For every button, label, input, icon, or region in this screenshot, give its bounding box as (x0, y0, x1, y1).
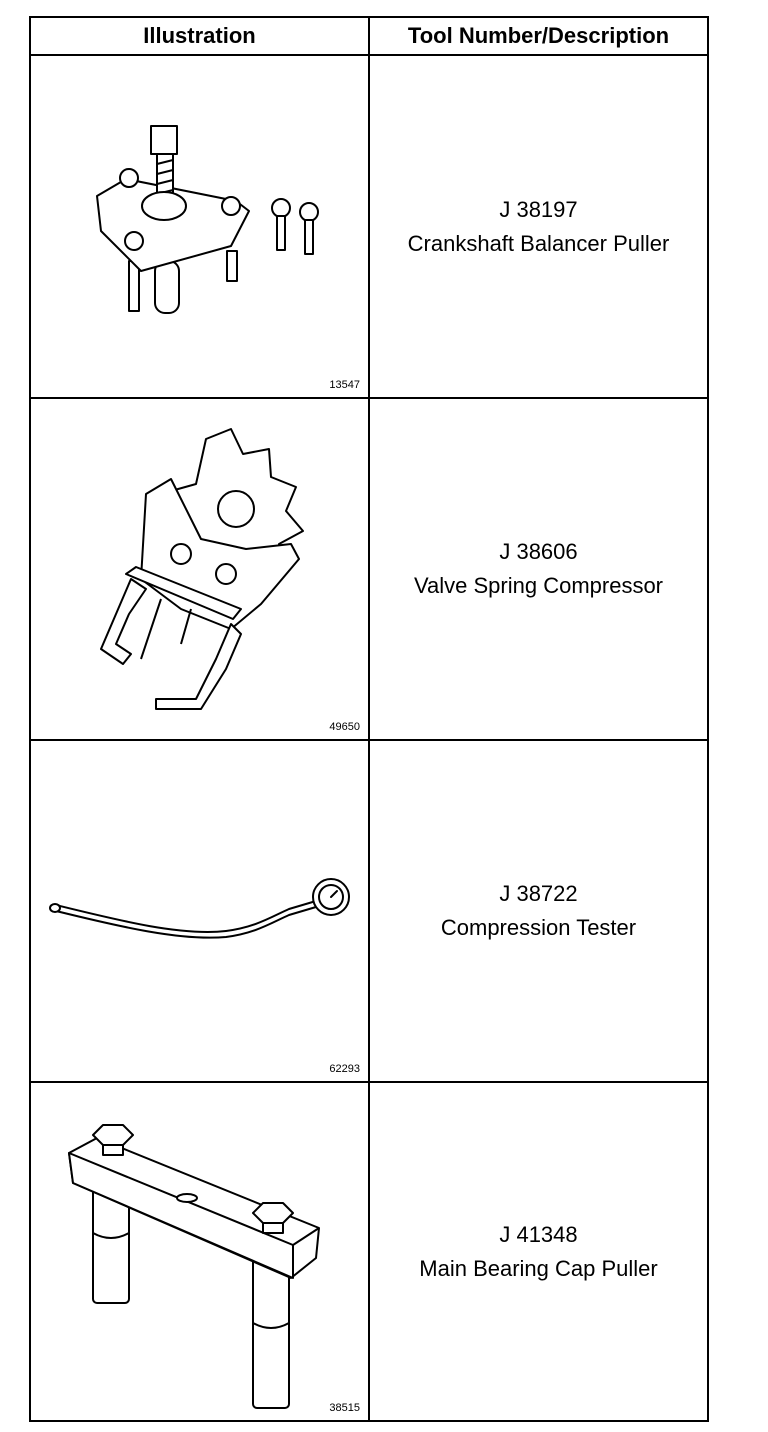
description-cell: J 41348 Main Bearing Cap Puller (370, 1083, 707, 1420)
table-row: 38515 J 41348 Main Bearing Cap Puller (31, 1083, 707, 1420)
compression-tester-icon (49, 878, 350, 939)
table-row: 13547 J 38197 Crankshaft Balancer Puller (31, 56, 707, 399)
figure-number: 49650 (329, 721, 360, 733)
tool-number: J 41348 (499, 1221, 578, 1247)
description-cell: J 38722 Compression Tester (370, 741, 707, 1081)
tool-number: J 38197 (499, 196, 578, 222)
description-cell: J 38197 Crankshaft Balancer Puller (370, 56, 707, 397)
figure-number: 13547 (329, 379, 360, 391)
header-tool-number-description: Tool Number/Description (407, 23, 670, 48)
tool-number: J 38606 (499, 539, 578, 564)
table-row: 62293 J 38722 Compression Tester (31, 741, 707, 1083)
crankshaft-balancer-puller-icon (96, 125, 319, 314)
illustration-cell: 62293 (31, 741, 368, 1081)
header-illustration: Illustration (143, 23, 256, 48)
column-divider (368, 18, 370, 1420)
figure-number: 38515 (329, 1402, 360, 1414)
tool-description: Crankshaft Balancer Puller (407, 230, 670, 256)
valve-spring-compressor-icon (100, 428, 304, 710)
tool-table: Illustration Tool Number/Description (29, 16, 709, 1422)
table-row: 49650 J 38606 Valve Spring Compressor (31, 399, 707, 741)
illustration-cell: 13547 (31, 56, 368, 397)
tool-description: Compression Tester (440, 915, 637, 940)
figure-number: 62293 (329, 1063, 360, 1075)
description-cell: J 38606 Valve Spring Compressor (370, 399, 707, 739)
main-bearing-cap-puller-icon (68, 1124, 320, 1409)
illustration-cell: 49650 (31, 399, 368, 739)
tool-description: Valve Spring Compressor (413, 573, 664, 598)
tool-number: J 38722 (499, 881, 578, 906)
tool-description: Main Bearing Cap Puller (419, 1255, 658, 1281)
illustration-cell: 38515 (31, 1083, 368, 1420)
